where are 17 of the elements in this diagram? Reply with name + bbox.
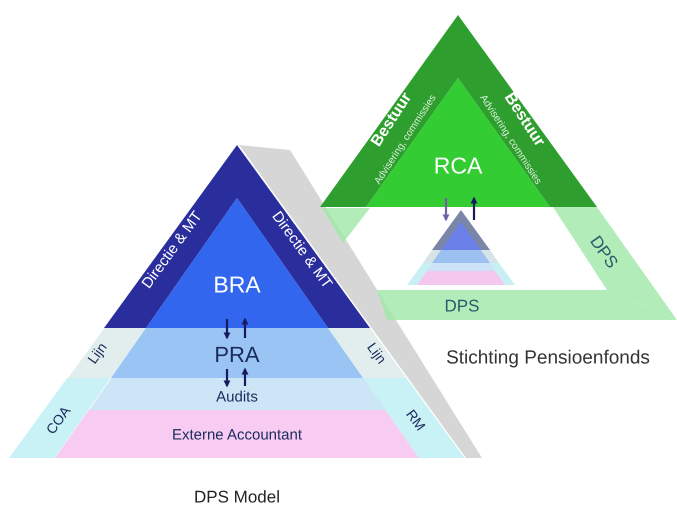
caption: DPS Model <box>194 488 280 506</box>
band-label: BRA <box>213 274 261 296</box>
arrow <box>241 368 249 386</box>
arrow <box>223 369 231 388</box>
band-label: RM <box>404 407 428 433</box>
arrow <box>223 319 231 340</box>
band-label: Audits <box>216 390 258 404</box>
band-label: RCA <box>434 154 482 178</box>
band-label: Externe Accountant <box>172 428 302 442</box>
band-label: Lijn <box>84 340 110 366</box>
band-label: DPS <box>444 298 480 314</box>
arrow <box>470 196 478 220</box>
arrow <box>241 318 249 338</box>
arrow <box>442 198 450 222</box>
band-label: Lijn <box>364 340 390 366</box>
organization-label: Stichting Pensioenfonds <box>446 348 650 368</box>
band-label: PRA <box>214 344 260 366</box>
